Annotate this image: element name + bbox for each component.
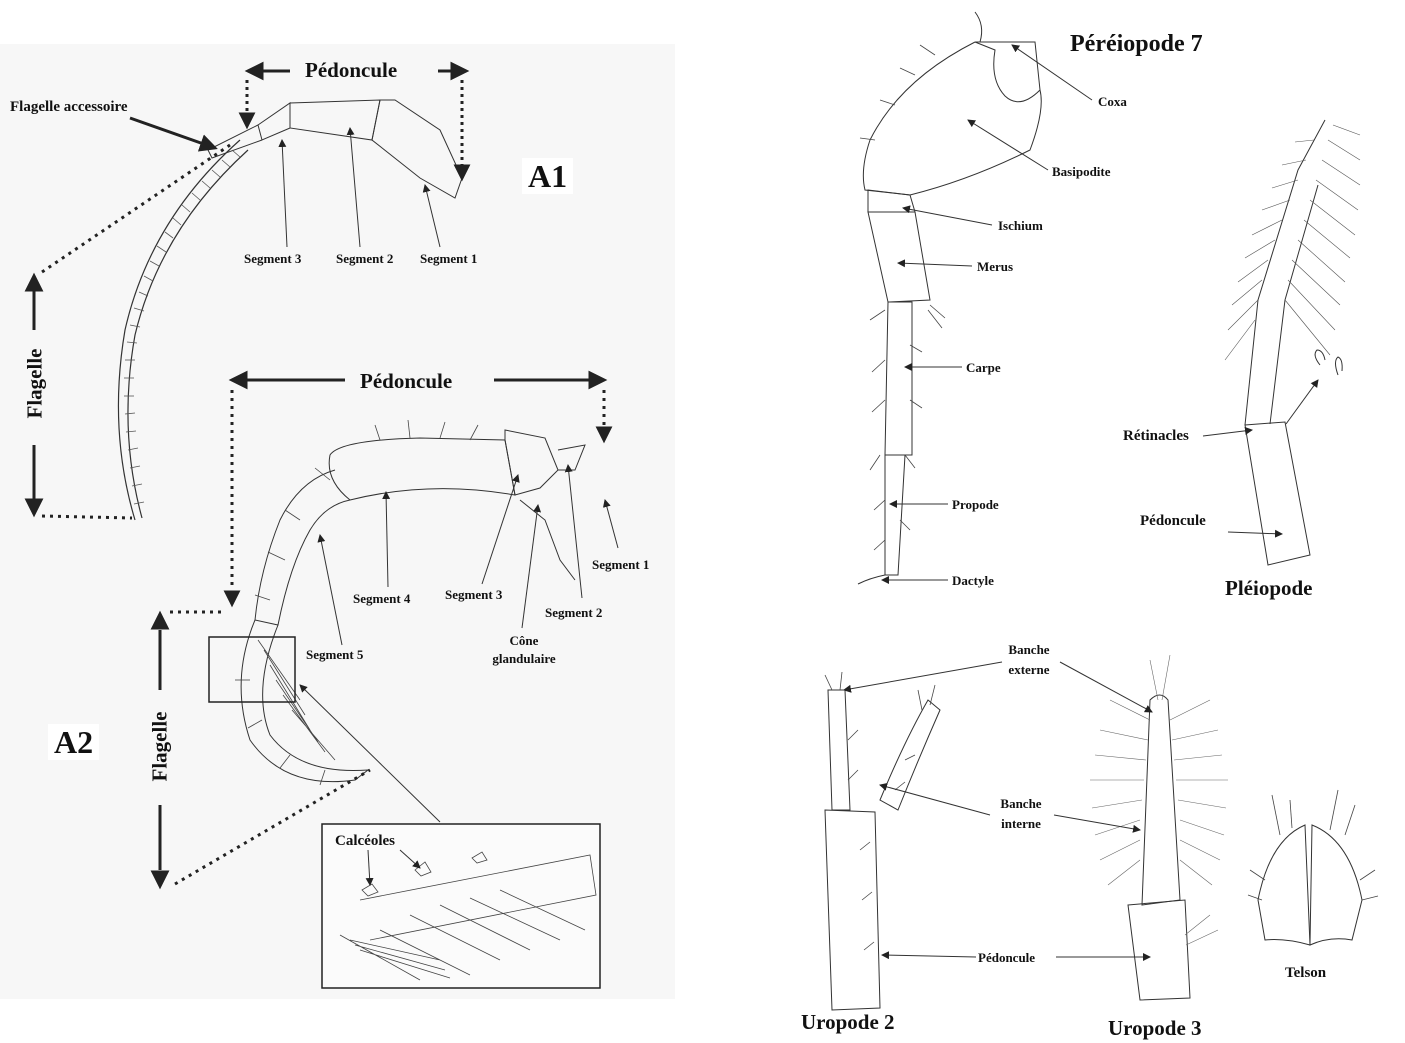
a1-pedoncule-label: Pédoncule bbox=[305, 60, 397, 81]
a1-segment-1-label: Segment 1 bbox=[420, 252, 477, 265]
pereiopode-drawing bbox=[858, 12, 1041, 584]
telson-title: Telson bbox=[1285, 966, 1326, 981]
a2-zoom-arrow bbox=[300, 685, 440, 822]
cone-glandulaire-label-line2: glandulaire bbox=[484, 652, 564, 665]
a2-segment-4-label: Segment 4 bbox=[353, 592, 410, 605]
a2-zoom-box bbox=[209, 637, 295, 702]
flagelle-accessoire-label: Flagelle accessoire bbox=[10, 100, 128, 115]
uropode3-title: Uropode 3 bbox=[1108, 1018, 1202, 1039]
a1-segment-pointers bbox=[282, 128, 440, 247]
retinacles-label: Rétinacles bbox=[1123, 429, 1189, 444]
a2-segment-3-label: Segment 3 bbox=[445, 588, 502, 601]
a2-segment-2-label: Segment 2 bbox=[545, 606, 602, 619]
cone-glandulaire-label-line1: Cône bbox=[494, 634, 554, 647]
a2-pedoncule-bracket bbox=[226, 373, 610, 604]
pleiopode-setae bbox=[1225, 125, 1360, 360]
calceoles-label: Calcéoles bbox=[335, 834, 395, 849]
a1-flagelle-bracket bbox=[27, 145, 230, 518]
branche-externe-label-line2: externe bbox=[994, 663, 1064, 676]
uropode3-setae bbox=[1090, 655, 1228, 945]
a2-panel-label: A2 bbox=[48, 724, 99, 760]
a2-pedoncule-label: Pédoncule bbox=[360, 371, 452, 392]
propode-label: Propode bbox=[952, 498, 999, 511]
uropode-pedoncule-label: Pédoncule bbox=[978, 951, 1035, 964]
pleiopode-title: Pléiopode bbox=[1225, 578, 1313, 599]
a2-segment-5-label: Segment 5 bbox=[306, 648, 363, 661]
pleiopode-pedoncule-label: Pédoncule bbox=[1140, 514, 1206, 529]
telson-drawing bbox=[1258, 825, 1362, 945]
basipodite-label: Basipodite bbox=[1052, 165, 1111, 178]
dactyle-label: Dactyle bbox=[952, 574, 994, 587]
a1-flagelle-label: Flagelle bbox=[25, 339, 46, 429]
pereiopode-title: Péréiopode 7 bbox=[1070, 32, 1203, 56]
telson-setae bbox=[1248, 790, 1378, 900]
branche-interne-label-line1: Banche bbox=[986, 797, 1056, 810]
flagelle-accessoire-arrow bbox=[130, 118, 215, 148]
ischium-label: Ischium bbox=[998, 219, 1043, 232]
branche-externe-label-line1: Banche bbox=[994, 643, 1064, 656]
a1-segment-3-label: Segment 3 bbox=[244, 252, 301, 265]
uropode2-drawing bbox=[825, 690, 940, 1010]
a2-flagelle-label: Flagelle bbox=[150, 702, 171, 792]
a2-antenna-drawing bbox=[241, 430, 585, 782]
merus-label: Merus bbox=[977, 260, 1013, 273]
pleiopode-drawing bbox=[1245, 120, 1342, 565]
a1-panel-label: A1 bbox=[522, 158, 573, 194]
a1-segment-2-label: Segment 2 bbox=[336, 252, 393, 265]
a2-segment-1-label: Segment 1 bbox=[592, 558, 649, 571]
coxa-label: Coxa bbox=[1098, 95, 1127, 108]
a1-antenna-drawing bbox=[118, 100, 462, 520]
uropode2-title: Uropode 2 bbox=[801, 1012, 895, 1033]
pleiopode-pointers bbox=[1203, 380, 1318, 534]
uropode3-drawing bbox=[1128, 695, 1190, 1000]
pereiopode-setae bbox=[860, 45, 945, 550]
branche-interne-label-line2: interne bbox=[986, 817, 1056, 830]
carpe-label: Carpe bbox=[966, 361, 1001, 374]
